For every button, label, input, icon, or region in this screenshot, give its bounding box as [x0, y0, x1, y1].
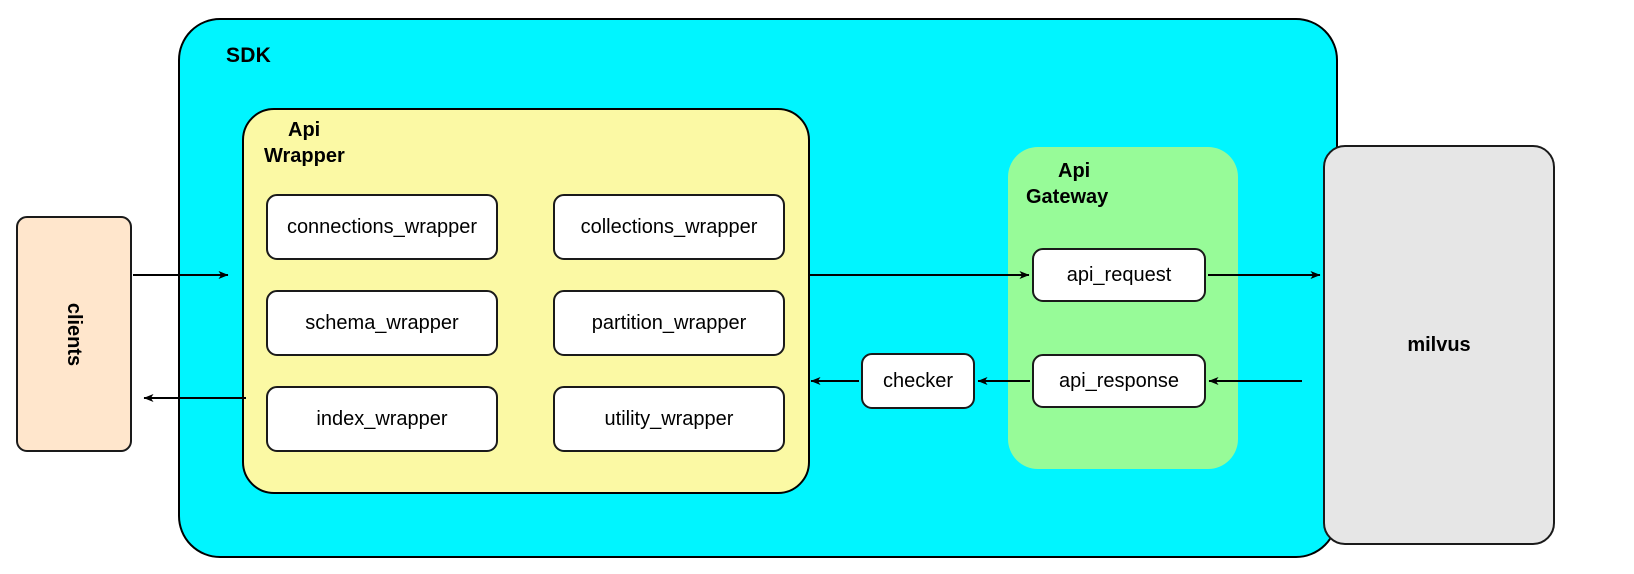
api-response-node[interactable]: api_response — [1032, 354, 1206, 408]
utility-wrapper-node[interactable]: utility_wrapper — [553, 386, 785, 452]
api-wrapper-label: Api Wrapper — [264, 118, 414, 169]
api-gateway-label-line1: Api — [1058, 160, 1091, 182]
connections-wrapper-label: connections_wrapper — [286, 215, 478, 238]
milvus-node[interactable]: milvus — [1323, 145, 1555, 545]
checker-node[interactable]: checker — [861, 353, 975, 409]
schema-wrapper-node[interactable]: schema_wrapper — [266, 290, 498, 356]
api-response-label: api_response — [1058, 369, 1180, 392]
partition-wrapper-node[interactable]: partition_wrapper — [553, 290, 785, 356]
api-gateway-label: Api Gateway — [1022, 159, 1182, 210]
api-request-node[interactable]: api_request — [1032, 248, 1206, 302]
collections-wrapper-label: collections_wrapper — [580, 215, 758, 238]
api-request-label: api_request — [1066, 263, 1172, 286]
utility-wrapper-label: utility_wrapper — [604, 407, 734, 430]
api-wrapper-label-line1: Api — [288, 119, 321, 141]
api-gateway-container[interactable]: Api Gateway — [1008, 147, 1238, 469]
api-gateway-label-line2: Gateway — [1026, 185, 1109, 208]
checker-label: checker — [882, 369, 954, 392]
partition-wrapper-label: partition_wrapper — [591, 311, 747, 334]
api-wrapper-label-line2: Wrapper — [264, 144, 345, 167]
clients-label: clients — [63, 302, 86, 366]
schema-wrapper-label: schema_wrapper — [305, 311, 459, 334]
sdk-label: SDK — [226, 44, 271, 67]
clients-node[interactable]: clients — [16, 216, 132, 452]
connections-wrapper-node[interactable]: connections_wrapper — [266, 194, 498, 260]
collections-wrapper-node[interactable]: collections_wrapper — [553, 194, 785, 260]
index-wrapper-label: index_wrapper — [316, 407, 448, 430]
index-wrapper-node[interactable]: index_wrapper — [266, 386, 498, 452]
milvus-label: milvus — [1407, 333, 1471, 356]
